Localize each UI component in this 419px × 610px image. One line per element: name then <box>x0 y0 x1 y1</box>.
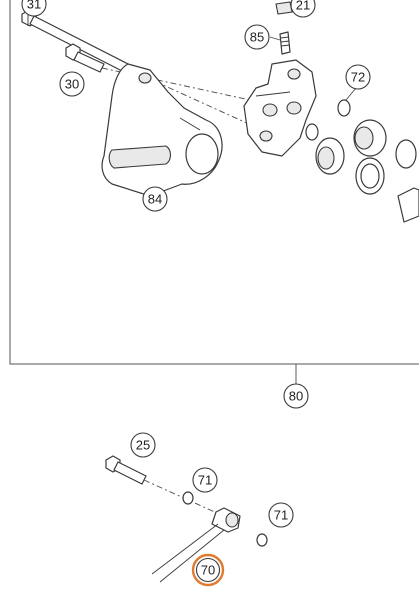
callout-80-label: 80 <box>289 389 303 404</box>
sealing-washer-71-lower[interactable] <box>256 533 268 547</box>
sealing-washer-71-upper[interactable] <box>182 491 194 505</box>
assembly-frame <box>9 0 419 365</box>
o-ring-medium[interactable] <box>305 123 319 141</box>
callout-71-upper[interactable]: 71 <box>192 467 218 493</box>
brake-pad-partial[interactable] <box>397 187 419 223</box>
brake-caliper-housing[interactable] <box>243 59 317 157</box>
callout-84-label: 84 <box>148 192 162 207</box>
callout-70-label: 70 <box>201 563 215 578</box>
callout-71-lower-label: 71 <box>274 508 288 523</box>
bolt-30[interactable] <box>65 43 105 73</box>
callout-31-label: 31 <box>27 0 41 12</box>
callout-25-label: 25 <box>136 438 150 453</box>
banjo-bolt-25[interactable] <box>105 455 147 485</box>
brake-line-70[interactable] <box>151 507 241 583</box>
callout-72-label: 72 <box>351 70 365 85</box>
piston-lower[interactable] <box>315 137 345 175</box>
callout-30-label: 30 <box>65 77 79 92</box>
seal-ring-right[interactable] <box>395 139 417 169</box>
o-ring-small[interactable] <box>337 99 351 117</box>
axis-line-30 <box>101 67 251 101</box>
leader-72 <box>345 87 357 101</box>
callout-72[interactable]: 72 <box>345 64 371 90</box>
piston-upper-72[interactable] <box>353 119 387 157</box>
callout-21-label: 21 <box>296 0 310 13</box>
caliper-bracket-84[interactable] <box>101 63 223 197</box>
callout-85-label: 85 <box>250 30 264 45</box>
callout-80[interactable]: 80 <box>283 383 309 409</box>
callout-30[interactable]: 30 <box>59 71 85 97</box>
callout-31[interactable]: 31 <box>21 0 47 17</box>
callout-25[interactable]: 25 <box>130 432 156 458</box>
bolt-31[interactable] <box>21 9 133 75</box>
callout-71-lower[interactable]: 71 <box>268 502 294 528</box>
dust-cap-21[interactable] <box>275 1 293 15</box>
callout-84[interactable]: 84 <box>142 186 168 212</box>
leader-85 <box>269 36 281 41</box>
callout-71-upper-label: 71 <box>198 473 212 488</box>
callout-21[interactable]: 21 <box>290 0 316 18</box>
callout-85[interactable]: 85 <box>244 24 270 50</box>
bleeder-screw-85[interactable] <box>279 31 291 55</box>
callout-70-highlighted[interactable]: 70 <box>191 553 225 587</box>
seal-ring-large[interactable] <box>355 157 385 195</box>
